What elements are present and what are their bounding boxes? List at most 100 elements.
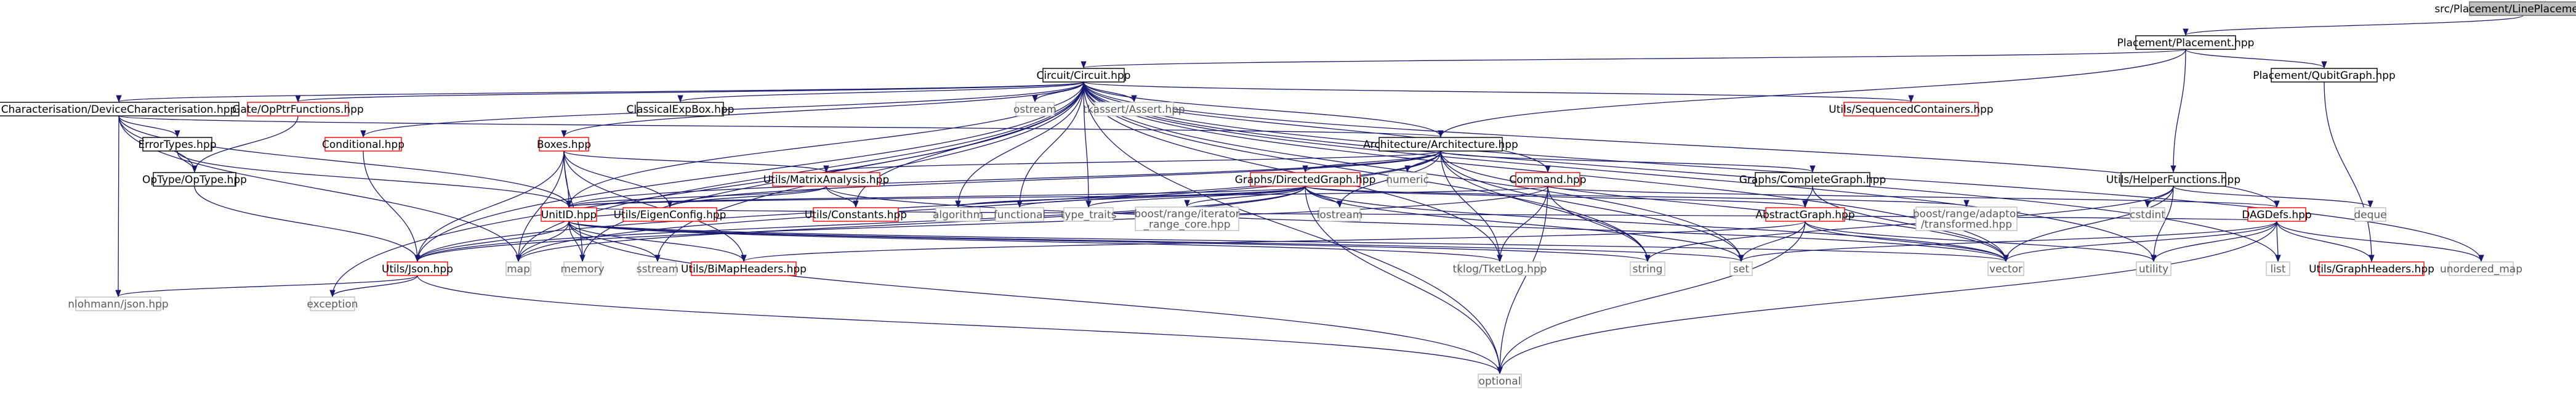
- edge-dagdefs-to-unorderedmap: [2276, 221, 2484, 263]
- edge-unitid-to-set: [568, 221, 1744, 263]
- node-graphsdirected[interactable]: Graphs/DirectedGraph.hpp: [1235, 172, 1376, 187]
- node-utilsbimap[interactable]: Utils/BiMapHeaders.hpp: [681, 261, 807, 276]
- node-qubitgraph[interactable]: Placement/QubitGraph.hpp: [2253, 68, 2396, 83]
- node-iostream: iostream: [1317, 207, 1362, 222]
- node-command[interactable]: Command.hpp: [1509, 172, 1587, 187]
- node-label-map: map: [507, 263, 530, 276]
- edge-circuit-to-utilsseq: [1083, 81, 1914, 103]
- node-deque: deque: [2354, 207, 2387, 222]
- node-architecture[interactable]: Architecture/Architecture.hpp: [1363, 137, 1518, 152]
- node-map: map: [505, 261, 531, 276]
- node-box-gateopptr: [247, 102, 349, 116]
- edge-dagdefs-to-list: [2275, 221, 2281, 263]
- node-label-utilsmatrix: Utils/MatrixAnalysis.hpp: [763, 174, 889, 186]
- edge-utilshelper-to-utility: [2151, 186, 2174, 263]
- node-box-unitid: [541, 207, 597, 222]
- node-label-circuit: Circuit/Circuit.hpp: [1037, 70, 1131, 82]
- node-optypehpp[interactable]: OpType/OpType.hpp: [142, 172, 247, 187]
- node-label-devchar: Characterisation/DeviceCharacterisation.…: [1, 104, 237, 116]
- node-conditional[interactable]: Conditional.hpp: [322, 137, 405, 152]
- edge-circuit-to-utilsjson: [414, 81, 1084, 263]
- edge-utilshelper-to-vector: [2003, 186, 2174, 263]
- node-functional: functional: [994, 207, 1045, 222]
- node-box-qubitgraph: [2271, 68, 2378, 83]
- node-circuit[interactable]: Circuit/Circuit.hpp: [1037, 68, 1131, 83]
- edge-architecture-to-graphscomplete: [1440, 150, 1816, 173]
- node-label-deque: deque: [2354, 209, 2386, 221]
- node-tklog: tklog/TketLog.hpp: [1452, 261, 1547, 276]
- edge-command-to-unitid: [566, 186, 1548, 208]
- node-utilsjson[interactable]: Utils/Json.hpp: [382, 261, 453, 276]
- edge-unitid-to-memory: [568, 221, 586, 263]
- node-utilsseq[interactable]: Utils/SequencedContainers.hpp: [1829, 102, 1994, 116]
- edge-circuit-to-unorderedmap: [1083, 81, 2484, 263]
- edge-graphsdirected-to-optional: [1305, 186, 1503, 375]
- node-label-utilsseq: Utils/SequencedContainers.hpp: [1829, 104, 1993, 116]
- edge-circuit-to-sstream: [654, 81, 1084, 263]
- node-box-tkassert: [1094, 102, 1174, 116]
- node-label-tklog: tklog/TketLog.hpp: [1452, 263, 1547, 276]
- node-box-classicalexpbox: [637, 102, 724, 116]
- node-utilsmatrix[interactable]: Utils/MatrixAnalysis.hpp: [763, 172, 889, 187]
- edge-command-to-dagdefs: [1547, 186, 2279, 208]
- node-box-boostadaptor: [1915, 206, 2018, 231]
- include-nodes: src/Placement/LinePlacement.cppPlacement…: [0, 1, 2576, 388]
- node-label-boostadaptor-0: boost/range/adaptor: [1913, 208, 2020, 221]
- node-box-typetraits: [1063, 207, 1114, 222]
- node-box-iostream: [1319, 207, 1361, 222]
- node-utilsconstants[interactable]: Utils/Constants.hpp: [805, 207, 907, 222]
- node-utilshelper[interactable]: Utils/HelperFunctions.hpp: [2106, 172, 2240, 187]
- node-box-nlohmann: [75, 296, 161, 311]
- node-tkassert: tkassert/Assert.hpp: [1083, 102, 1185, 116]
- edge-graphsdirected-to-functional: [1016, 186, 1306, 208]
- node-graphscomplete[interactable]: Graphs/CompleteGraph.hpp: [1739, 172, 1886, 187]
- node-utilsgraphheaders[interactable]: Utils/GraphHeaders.hpp: [2309, 261, 2434, 276]
- node-unitid[interactable]: UnitID.hpp: [541, 207, 597, 222]
- edge-graphsdirected-to-algorithm: [955, 186, 1306, 208]
- node-boxes[interactable]: Boxes.hpp: [537, 137, 591, 152]
- edge-dagdefs-to-optional: [1497, 221, 2277, 375]
- node-label-list: list: [2271, 263, 2286, 276]
- edge-unitid-to-map: [515, 221, 570, 263]
- edge-placement-to-utilshelper: [2170, 49, 2186, 173]
- node-label-memory: memory: [560, 263, 604, 276]
- node-utilseigen[interactable]: Utils/EigenConfig.hpp: [614, 207, 727, 222]
- node-label-nlohmann: nlohmann/json.hpp: [68, 298, 168, 311]
- edge-utilsmatrix-to-utilsconstants: [826, 186, 859, 208]
- edge-conditional-to-utilsjson: [363, 150, 421, 263]
- edge-boxes-to-utilsmatrix: [563, 150, 829, 173]
- edge-circuit-to-ostream: [1032, 81, 1084, 103]
- node-box-utilsbimap: [691, 261, 797, 276]
- node-box-errortypes: [142, 137, 212, 152]
- node-dagdefs[interactable]: DAGDefs.hpp: [2242, 207, 2312, 222]
- node-abstractgraph[interactable]: AbstractGraph.hpp: [1755, 207, 1855, 222]
- node-boostadaptor: boost/range/adaptor/transformed.hpp: [1913, 206, 2020, 231]
- node-box-utilseigen: [622, 207, 717, 222]
- node-box-command: [1515, 172, 1580, 187]
- node-box-abstractgraph: [1765, 207, 1845, 222]
- edge-boxes-to-memory: [563, 150, 586, 263]
- node-label-utilshelper: Utils/HelperFunctions.hpp: [2106, 174, 2240, 186]
- edge-abstractgraph-to-optional: [1497, 221, 1806, 375]
- node-box-vector: [1987, 261, 2024, 276]
- node-box-list: [2266, 261, 2290, 276]
- edge-utilsmatrix-to-unitid: [566, 186, 827, 208]
- node-box-dagdefs: [2247, 207, 2306, 222]
- node-label-abstractgraph: AbstractGraph.hpp: [1755, 209, 1854, 221]
- edge-circuit-to-utility: [1083, 81, 2157, 263]
- edge-graphsdirected-to-typetraits: [1085, 186, 1306, 208]
- node-placement[interactable]: Placement/Placement.hpp: [2117, 35, 2255, 50]
- edge-command-to-tklog: [1497, 186, 1548, 263]
- edge-graphscomplete-to-abstractgraph: [1802, 186, 1813, 208]
- node-label-boostiterator-1: _range_core.hpp: [1143, 219, 1230, 231]
- node-label-exception: exception: [307, 298, 358, 311]
- node-errortypes[interactable]: ErrorTypes.hpp: [138, 137, 217, 152]
- node-ostream: ostream: [1013, 102, 1057, 116]
- node-label-utilsconstants: Utils/Constants.hpp: [805, 209, 907, 221]
- node-label-classicalexpbox: ClassicalExpBox.hpp: [627, 104, 735, 116]
- node-gateopptr[interactable]: Gate/OpPtrFunctions.hpp: [232, 102, 364, 116]
- node-root[interactable]: src/Placement/LinePlacement.cpp: [2434, 1, 2576, 16]
- node-devchar[interactable]: Characterisation/DeviceCharacterisation.…: [0, 102, 239, 116]
- node-classicalexpbox[interactable]: ClassicalExpBox.hpp: [627, 102, 735, 116]
